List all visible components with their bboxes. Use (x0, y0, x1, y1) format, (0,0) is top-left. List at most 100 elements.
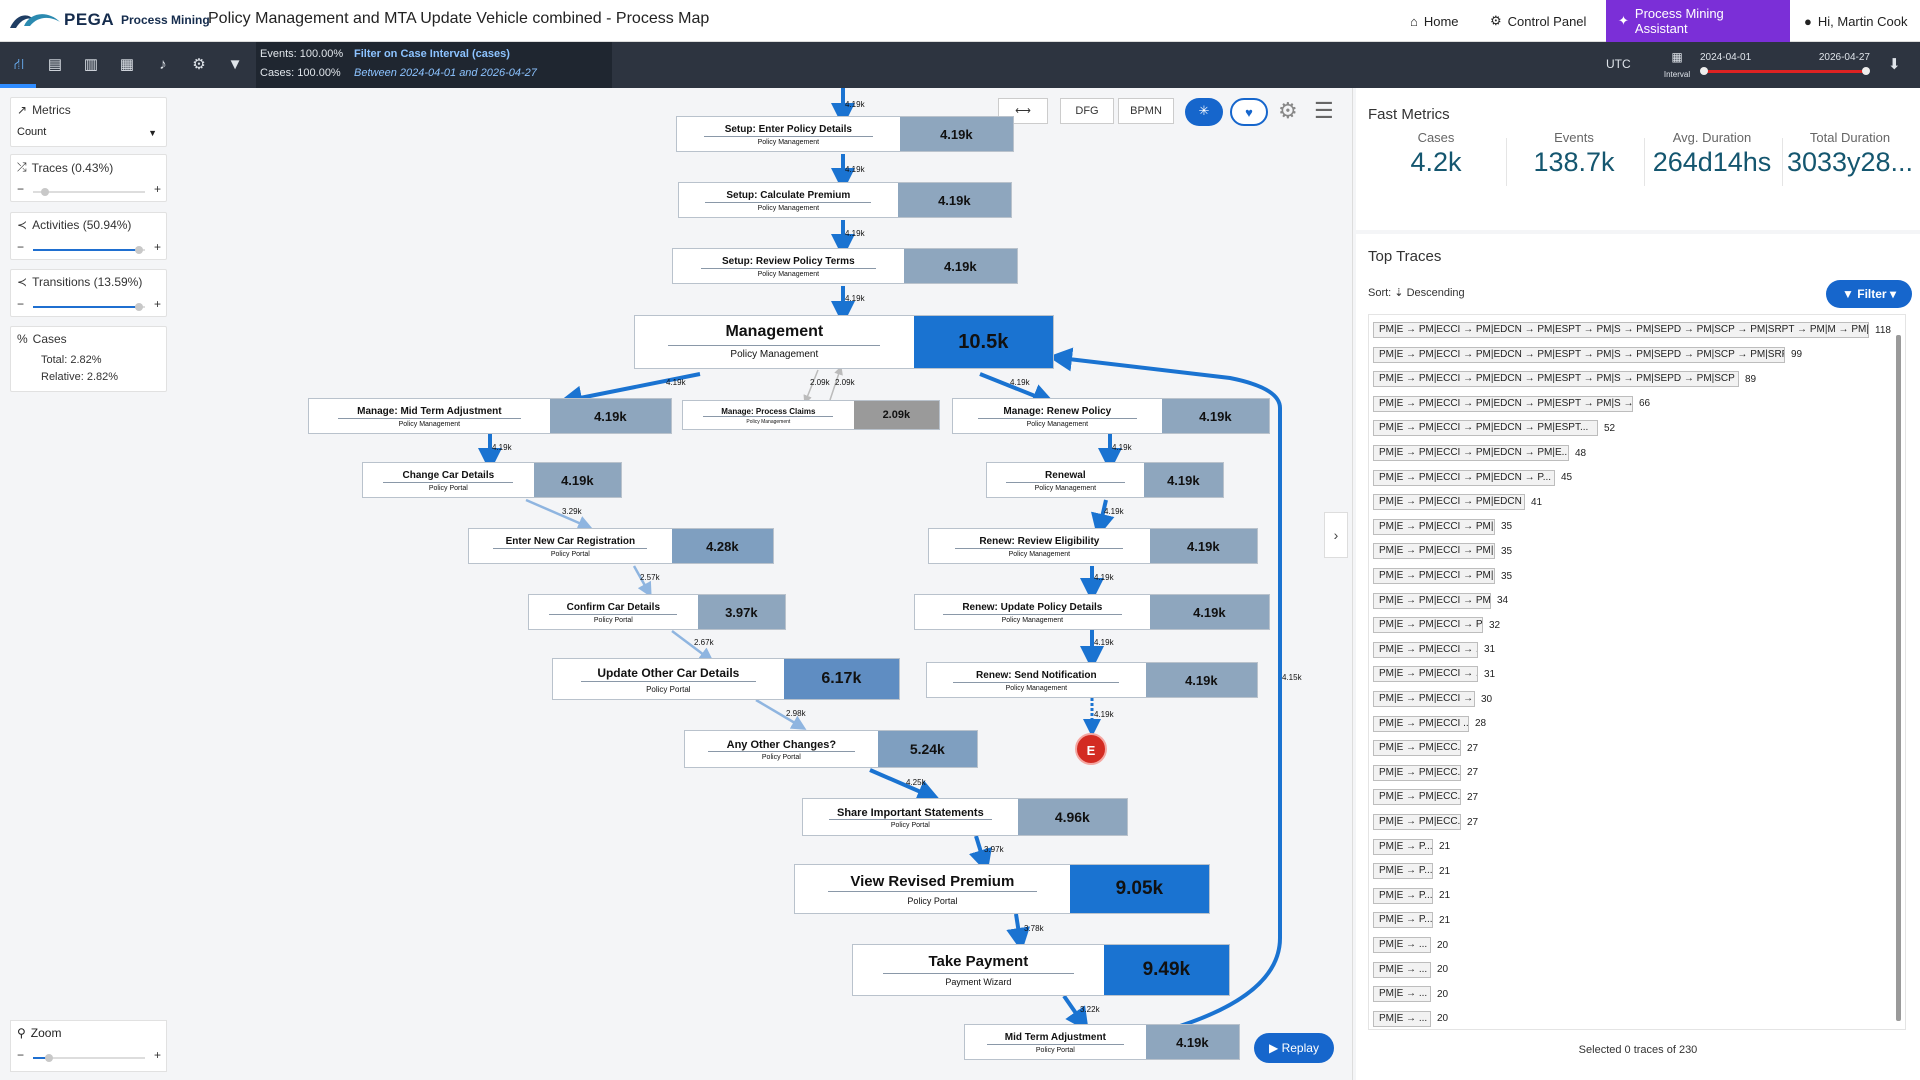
trace-row[interactable]: PM|E → P...21 (1373, 887, 1450, 905)
minus-icon[interactable]: − (17, 240, 25, 254)
trace-row[interactable]: PM|E → ...20 (1373, 1010, 1448, 1028)
plus-icon[interactable]: + (153, 1048, 161, 1062)
trace-row[interactable]: PM|E → PM|ECCI → PM|EDCN → PM|ESPT...52 (1373, 419, 1615, 437)
control-panel-link[interactable]: ⚙ Control Panel (1490, 0, 1586, 42)
trace-row[interactable]: PM|E → PM|ECC...27 (1373, 764, 1478, 782)
minus-icon[interactable]: − (17, 1048, 25, 1062)
trace-row[interactable]: PM|E → PM|ECCI →...30 (1373, 690, 1492, 708)
fit-width-button[interactable]: ⟷ (998, 98, 1048, 124)
filter-icon[interactable]: ▼ (227, 56, 243, 73)
trace-row[interactable]: PM|E → ...20 (1373, 985, 1448, 1003)
bpmn-view-button[interactable]: BPMN (1118, 98, 1174, 124)
bar-chart-icon[interactable]: ▥ (83, 56, 99, 73)
node-any-other-changes[interactable]: Any Other Changes?Policy Portal 5.24k (684, 730, 978, 768)
trace-row[interactable]: PM|E → PM|ECCI → PM|EDCN → PM|E...48 (1373, 444, 1586, 462)
table-icon[interactable]: ▦ (119, 56, 135, 73)
interval-selector[interactable]: ▦ Interval (1662, 50, 1692, 82)
plus-icon[interactable]: + (153, 182, 161, 196)
trace-row[interactable]: PM|E → PM|ECCI → PM|EDCN ...41 (1373, 493, 1542, 511)
trace-row[interactable]: PM|E → PM|ECC...27 (1373, 788, 1478, 806)
assistant-button[interactable]: ✦ Process Mining Assistant (1606, 0, 1790, 42)
activities-slider[interactable]: −+ (17, 240, 161, 257)
minus-icon[interactable]: − (17, 297, 25, 311)
insights-button[interactable]: ♥ (1230, 98, 1268, 126)
download-icon[interactable]: ⬇ (1888, 56, 1901, 73)
home-link[interactable]: ⌂ Home (1410, 0, 1459, 42)
process-map-canvas[interactable]: 4.19k 4.19k 4.19k 4.19k 4.19k 2.09k 2.09… (0, 88, 1352, 1080)
trace-row[interactable]: PM|E → PM|ECCI → ...31 (1373, 641, 1495, 659)
trace-row[interactable]: PM|E → P...21 (1373, 862, 1450, 880)
dfg-view-button[interactable]: DFG (1060, 98, 1114, 124)
trace-row[interactable]: PM|E → PM|ECCI → PM|...35 (1373, 542, 1512, 560)
trace-count: 31 (1484, 668, 1496, 680)
slider-handle[interactable] (41, 188, 49, 196)
trace-row[interactable]: PM|E → PM|ECCI → PM|EDCN → PM|ESPT → PM|… (1373, 395, 1650, 413)
transitions-slider[interactable]: −+ (17, 297, 161, 314)
trace-row[interactable]: PM|E → PM|ECCI → PM|EDCN → P...45 (1373, 469, 1572, 487)
date-from-handle[interactable] (1700, 67, 1708, 75)
trace-row[interactable]: PM|E → ...20 (1373, 961, 1448, 979)
metrics-select[interactable]: Count▼ (17, 126, 161, 146)
slider-handle[interactable] (135, 303, 143, 311)
trace-row[interactable]: PM|E → ...20 (1373, 936, 1448, 954)
bell-icon[interactable]: ♪ (159, 56, 167, 73)
trace-row[interactable]: PM|E → PM|ECC...27 (1373, 813, 1478, 831)
trace-row[interactable]: PM|E → PM|ECCI → PM|EDCN → PM|ESPT → PM|… (1373, 321, 1891, 339)
map-settings-icon[interactable]: ⚙ (1278, 98, 1298, 123)
zoom-slider[interactable]: −+ (17, 1048, 161, 1065)
trace-row[interactable]: PM|E → P...21 (1373, 838, 1450, 856)
user-menu[interactable]: ● Hi, Martin Cook (1804, 0, 1907, 42)
minus-icon[interactable]: − (17, 182, 25, 196)
trace-row[interactable]: PM|E → PM|ECCI → P...32 (1373, 616, 1500, 634)
trace-row[interactable]: PM|E → PM|ECCI → ...31 (1373, 665, 1495, 683)
timezone-label[interactable]: UTC (1606, 57, 1631, 71)
trace-list[interactable]: PM|E → PM|ECCI → PM|EDCN → PM|ESPT → PM|… (1368, 314, 1906, 1030)
trace-row[interactable]: PM|E → PM|ECCI → PM|EDCN → PM|ESPT → PM|… (1373, 370, 1756, 388)
slider-handle[interactable] (135, 246, 143, 254)
trace-row[interactable]: PM|E → PM|ECCI → PM...34 (1373, 592, 1508, 610)
slider-handle[interactable] (45, 1054, 53, 1062)
auto-layout-button[interactable]: ✳ (1185, 98, 1223, 126)
trace-row[interactable]: PM|E → PM|ECC...27 (1373, 739, 1478, 757)
filter-summary[interactable]: Events: 100.00% Cases: 100.00% Filter on… (256, 42, 612, 88)
date-to-handle[interactable] (1862, 67, 1870, 75)
list-menu-icon[interactable]: ☰ (1314, 98, 1334, 123)
trace-row[interactable]: PM|E → PM|ECCI → PM|...35 (1373, 518, 1512, 536)
trace-row[interactable]: PM|E → PM|ECCI → PM|EDCN → PM|ESPT → PM|… (1373, 346, 1802, 364)
filter-button[interactable]: ▼ Filter ▾ (1826, 280, 1912, 308)
traces-slider[interactable]: −+ (17, 182, 161, 199)
trace-list-scrollbar[interactable] (1896, 335, 1901, 1021)
replay-button[interactable]: ▶ Replay (1254, 1033, 1334, 1063)
trace-row[interactable]: PM|E → PM|ECCI → PM|...35 (1373, 567, 1512, 585)
plus-icon[interactable]: + (153, 297, 161, 311)
sort-control[interactable]: Sort: ⇣ Descending (1368, 286, 1465, 299)
document-search-icon[interactable]: ▤ (47, 56, 63, 73)
date-range-slider[interactable]: 2024-04-01 2026-04-27 (1700, 48, 1870, 82)
end-node[interactable]: E (1075, 733, 1107, 765)
plus-icon[interactable]: + (153, 240, 161, 254)
process-map-icon[interactable]: ⛙ (13, 56, 25, 73)
settings-icon[interactable]: ⚙ (192, 56, 206, 73)
trace-row[interactable]: PM|E → PM|ECCI ...28 (1373, 715, 1486, 733)
trace-row[interactable]: PM|E → P...21 (1373, 911, 1450, 929)
collapse-panel-button[interactable]: › (1324, 512, 1348, 558)
